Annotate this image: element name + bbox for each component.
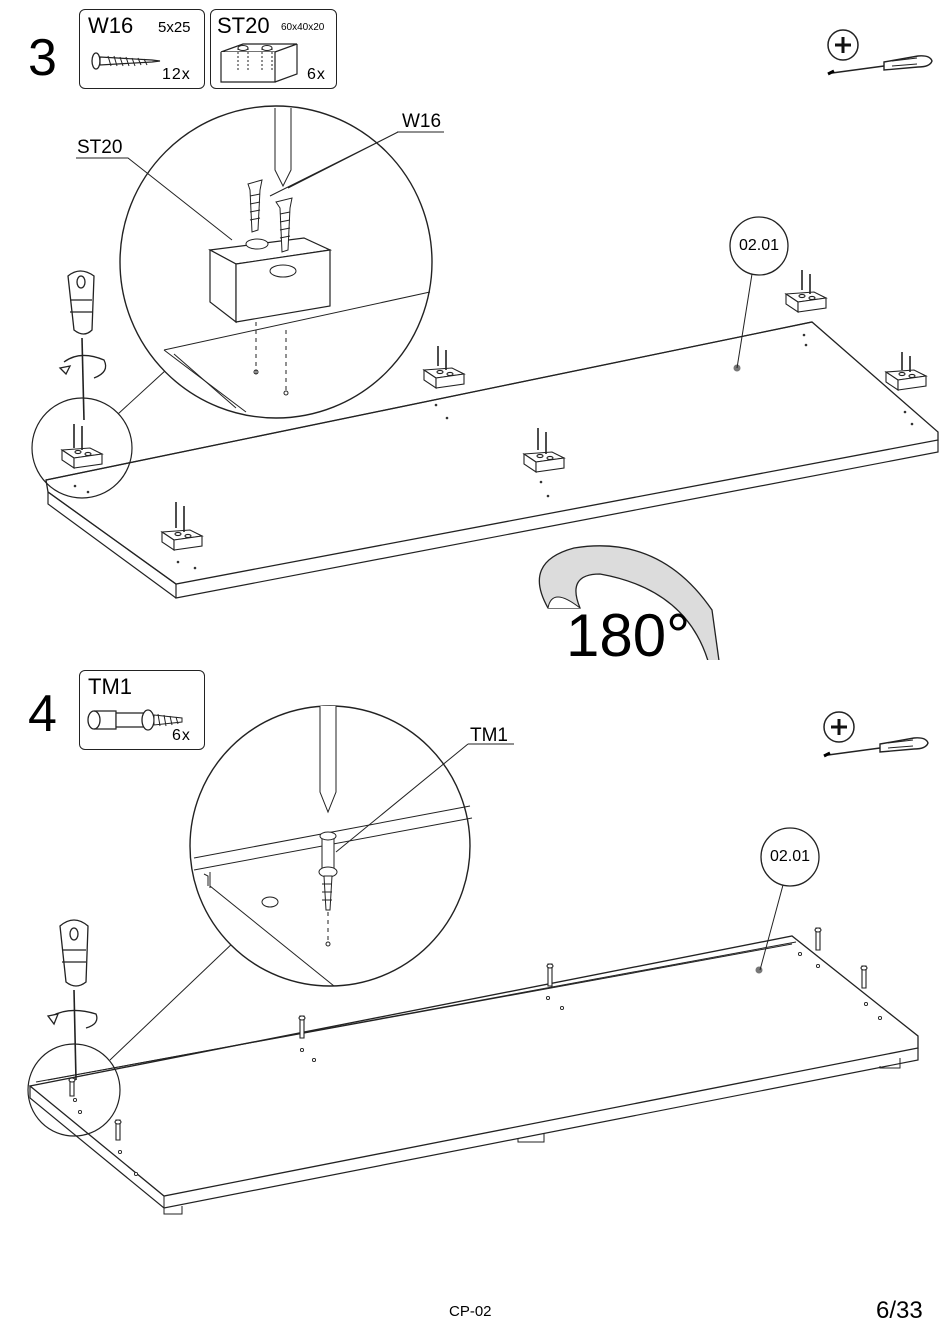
zoom-detail-circle	[190, 706, 472, 986]
product-code: CP-02	[449, 1303, 492, 1320]
page-number: 6/33	[876, 1297, 923, 1325]
screwdriver-icon	[48, 920, 97, 1080]
callout-label: TM1	[470, 726, 508, 745]
panel-ref-label: 02.01	[760, 849, 820, 865]
